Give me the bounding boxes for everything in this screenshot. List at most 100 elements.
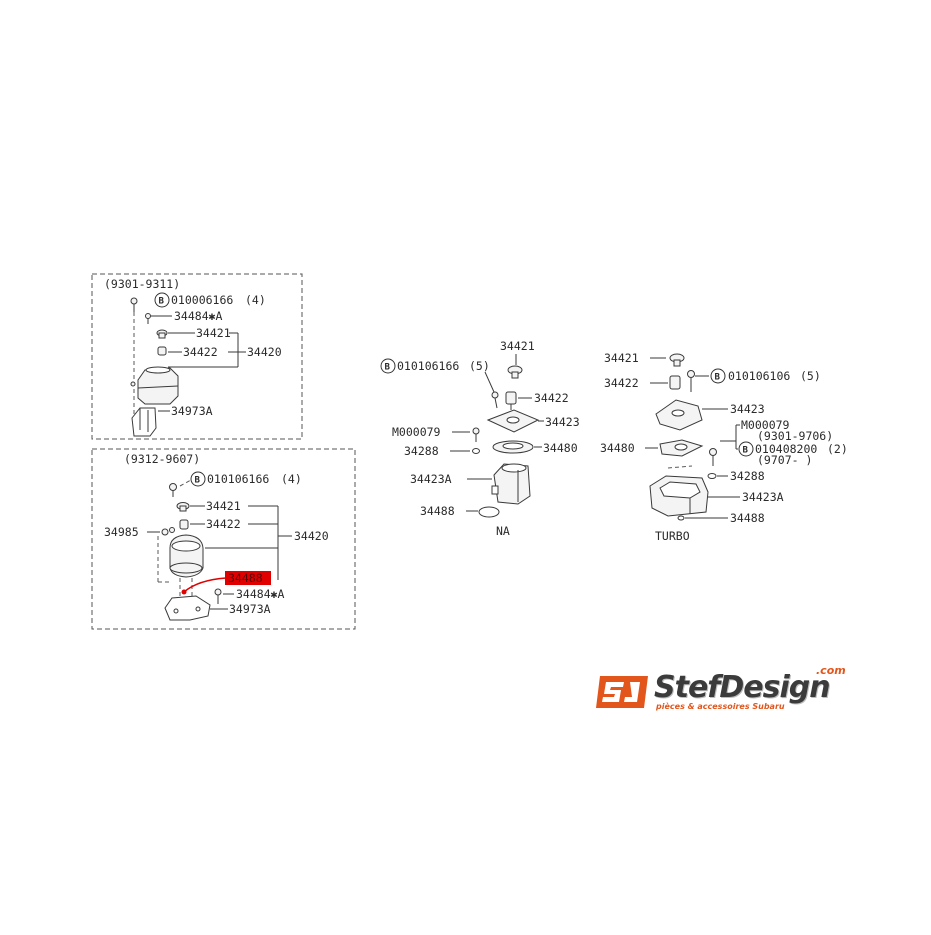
- part-number-34423[interactable]: 34423: [545, 415, 580, 429]
- reservoir-tank-icon[interactable]: [137, 366, 179, 405]
- reservoir-tank-icon[interactable]: [169, 534, 204, 578]
- reservoir-cap-icon[interactable]: [156, 329, 168, 339]
- highlight-badge[interactable]: [225, 571, 271, 585]
- filter-icon[interactable]: [505, 391, 517, 410]
- part-number-m000079[interactable]: M000079: [741, 418, 790, 432]
- bolt-icon[interactable]: [491, 391, 499, 409]
- part-number-34488-highlighted[interactable]: 34488: [228, 571, 263, 585]
- circle-b-icon: B: [738, 441, 754, 457]
- washer-icon[interactable]: [707, 473, 717, 479]
- logo-tagline: pièces & accessoires Subaru: [656, 702, 785, 711]
- filter-icon[interactable]: [669, 375, 681, 390]
- svg-text:B: B: [385, 363, 391, 373]
- part-number-34288[interactable]: 34288: [730, 469, 765, 483]
- bolt-icon[interactable]: [709, 448, 717, 467]
- o-ring-icon[interactable]: [677, 515, 685, 521]
- circle-b-icon: B: [710, 368, 726, 384]
- date-range-label: (9301-9311): [104, 277, 180, 291]
- gasket-plate-icon[interactable]: [486, 409, 540, 433]
- bolt-icon[interactable]: [472, 427, 480, 442]
- part-number-34985[interactable]: 34985: [104, 525, 139, 539]
- part-number-34488[interactable]: 34488: [420, 504, 455, 518]
- reservoir-cap-icon[interactable]: [507, 365, 523, 379]
- highlight-leader: [183, 577, 227, 593]
- dashed-frame-bottom: [91, 448, 356, 630]
- bracket-icon[interactable]: [131, 407, 157, 437]
- svg-text:B: B: [159, 297, 165, 307]
- bolt-icon[interactable]: [169, 483, 177, 498]
- part-number-34421[interactable]: 34421: [604, 351, 639, 365]
- part-number-34421[interactable]: 34421: [196, 326, 231, 340]
- svg-text:B: B: [743, 446, 749, 456]
- date-range-1: (9301-9706): [757, 429, 833, 443]
- screw-icon[interactable]: [214, 588, 222, 604]
- bolt-icon[interactable]: [687, 370, 695, 393]
- quantity-label-2: (2): [827, 442, 848, 456]
- part-number-bolt[interactable]: 010006166: [171, 293, 233, 307]
- part-number-34423[interactable]: 34423: [730, 402, 765, 416]
- quantity-label: (4): [281, 472, 302, 486]
- clip-icon[interactable]: [161, 527, 175, 536]
- bolt-dot: [130, 381, 136, 387]
- bracket-icon[interactable]: [164, 595, 211, 621]
- washer-icon[interactable]: [472, 448, 480, 454]
- part-number-34423a[interactable]: 34423A: [410, 472, 452, 486]
- part-number-bolt[interactable]: 010106166: [397, 359, 459, 373]
- group-na: 34421 B 010106166 (5) 34422 34423 M00: [380, 339, 580, 538]
- part-number-34422[interactable]: 34422: [534, 391, 569, 405]
- sd-logo-mark-icon: [596, 676, 648, 708]
- part-number-34421[interactable]: 34421: [500, 339, 535, 353]
- screw-icon[interactable]: [145, 313, 151, 325]
- circle-b-icon: B: [154, 292, 170, 308]
- filter-icon[interactable]: [179, 519, 189, 530]
- quantity-label: (5): [469, 359, 490, 373]
- part-number-bolt-2[interactable]: 010408200: [755, 442, 817, 456]
- housing-icon[interactable]: [649, 475, 709, 517]
- part-number-34422[interactable]: 34422: [183, 345, 218, 359]
- circle-b-icon: B: [190, 471, 206, 487]
- highlight-dot: [181, 589, 187, 595]
- date-range-2: (9707- ): [757, 453, 812, 467]
- part-number-34422[interactable]: 34422: [604, 376, 639, 390]
- reservoir-cap-icon[interactable]: [669, 353, 685, 367]
- part-number-34421[interactable]: 34421: [206, 499, 241, 513]
- date-range-label: (9312-9607): [124, 452, 200, 466]
- filter-icon[interactable]: [157, 346, 167, 356]
- part-number-bolt[interactable]: 010106106: [728, 369, 790, 383]
- part-number-34422[interactable]: 34422: [206, 517, 241, 531]
- stefdesign-logo[interactable]: StefDesign .com pièces & accessoires Sub…: [594, 664, 864, 718]
- circle-b-icon: B: [380, 358, 396, 374]
- part-number-34420[interactable]: 34420: [294, 529, 329, 543]
- diaphragm-icon[interactable]: [659, 439, 704, 457]
- caption-turbo: TURBO: [655, 529, 690, 543]
- svg-text:B: B: [715, 373, 721, 383]
- part-number-34420[interactable]: 34420: [247, 345, 282, 359]
- reservoir-cap-icon[interactable]: [176, 502, 190, 512]
- group-turbo: 34421 34422 B 010106106 (5) 34423 M00007…: [600, 351, 848, 543]
- logo-domain-suffix: .com: [816, 664, 846, 677]
- part-number-34423a[interactable]: 34423A: [742, 490, 784, 504]
- housing-icon[interactable]: [491, 463, 531, 505]
- part-number-34480[interactable]: 34480: [600, 441, 635, 455]
- part-number-34488[interactable]: 34488: [730, 511, 765, 525]
- dashed-frame-top: [91, 273, 303, 440]
- part-number-bolt[interactable]: 010106166: [207, 472, 269, 486]
- quantity-label: (4): [245, 293, 266, 307]
- gasket-plate-icon[interactable]: [655, 399, 703, 431]
- o-ring-icon[interactable]: [478, 506, 500, 518]
- group-box-9301-9311: (9301-9311) B 010006166 (4) 34484✱A 3442…: [91, 273, 303, 440]
- group-box-9312-9607: (9312-9607) B 010106166 (4) 34421 34422 …: [91, 448, 356, 630]
- part-number-34973a[interactable]: 34973A: [171, 404, 213, 418]
- part-number-34973a[interactable]: 34973A: [229, 602, 271, 616]
- diaphragm-icon[interactable]: [492, 440, 534, 454]
- part-number-34480[interactable]: 34480: [543, 441, 578, 455]
- part-number-m000079[interactable]: M000079: [392, 425, 441, 439]
- part-number-34484[interactable]: 34484✱A: [174, 309, 223, 323]
- quantity-label: (5): [800, 369, 821, 383]
- part-number-34484[interactable]: 34484✱A: [236, 587, 285, 601]
- part-number-34288[interactable]: 34288: [404, 444, 439, 458]
- svg-text:B: B: [195, 476, 201, 486]
- bolt-icon[interactable]: [130, 297, 138, 312]
